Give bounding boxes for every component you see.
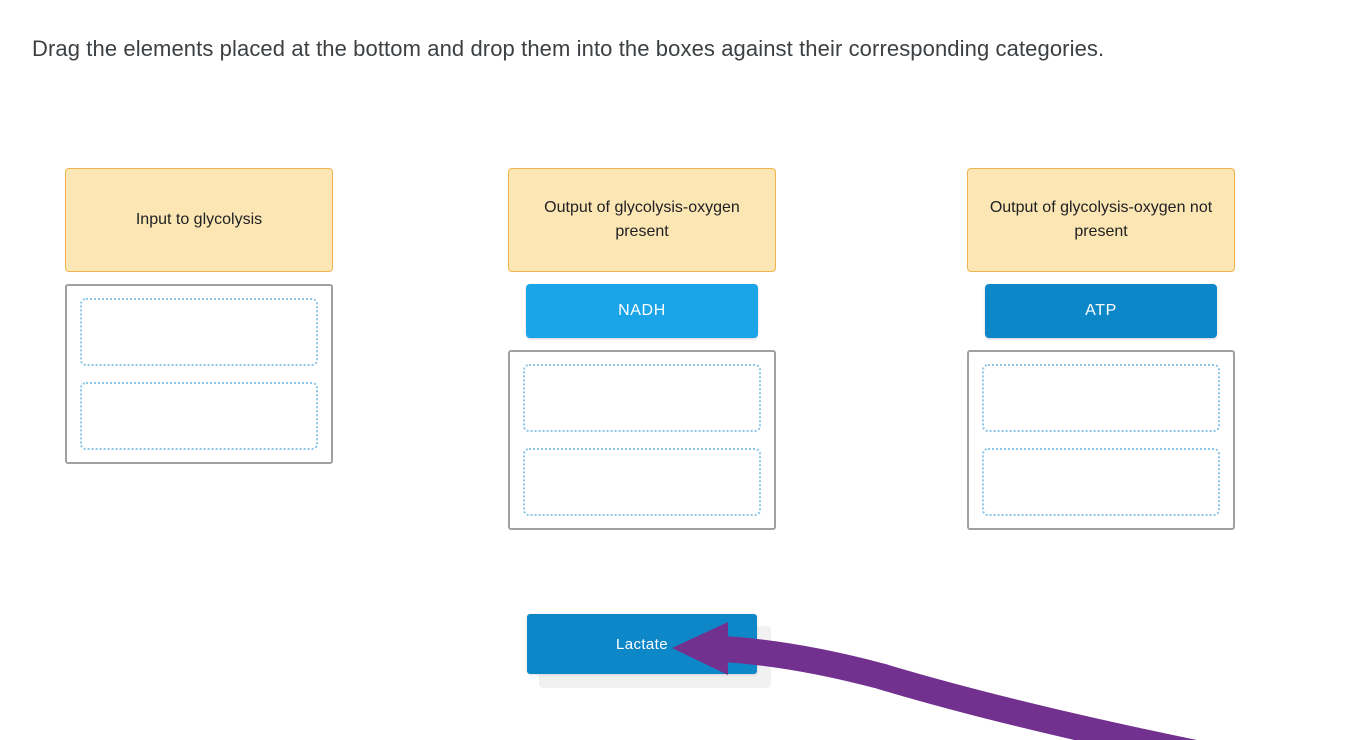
drop-container-1[interactable] (65, 284, 333, 464)
category-column-1: Input to glycolysis (65, 168, 333, 464)
category-header-1: Input to glycolysis (65, 168, 333, 272)
drop-slot-3-1[interactable] (982, 364, 1220, 432)
drop-container-2[interactable] (508, 350, 776, 530)
instruction-text: Drag the elements placed at the bottom a… (32, 36, 1105, 61)
drop-slot-2-2[interactable] (523, 448, 761, 516)
category-header-2: Output of glycolysis-oxygen present (508, 168, 776, 272)
drop-slot-1-2[interactable] (80, 382, 318, 450)
category-column-2: Output of glycolysis-oxygen present NADH (508, 168, 776, 530)
category-column-3: Output of glycolysis-oxygen not present … (967, 168, 1235, 530)
drop-container-3[interactable] (967, 350, 1235, 530)
placed-chip-nadh[interactable]: NADH (526, 284, 758, 338)
drop-slot-1-1[interactable] (80, 298, 318, 366)
drop-slot-3-2[interactable] (982, 448, 1220, 516)
draggable-chip-lactate[interactable]: Lactate (527, 614, 757, 674)
placed-chip-atp[interactable]: ATP (985, 284, 1217, 338)
drop-slot-2-1[interactable] (523, 364, 761, 432)
category-header-3: Output of glycolysis-oxygen not present (967, 168, 1235, 272)
